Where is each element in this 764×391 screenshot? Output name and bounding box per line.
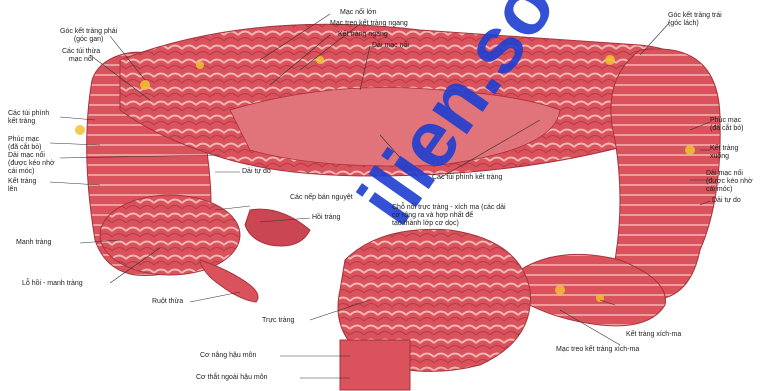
label-mac-noi-lon: Mạc nối lớn [340, 9, 377, 17]
label-goc-ket-trang-phai: Góc kết tràng phải (góc gan) [60, 28, 117, 44]
label-cac-tui-phinh-left: Các túi phình kết tràng [8, 110, 49, 126]
label-dai-tu-do-right: Dải tự do [712, 197, 741, 205]
label-mac-treo-xich-ma: Mạc treo kết tràng xích-ma [556, 346, 639, 354]
label-cho-noi: Chỗ nối trực tràng - xích ma (các dải cơ… [392, 204, 506, 228]
label-ket-trang-len: Kết tràng lên [8, 178, 36, 194]
label-dai-tu-do-left: Dải tự do [242, 168, 271, 176]
label-cac-tui-phinh-center: Các túi phình kết tràng [432, 174, 502, 182]
label-co-that-ngoai-hau-mon: Cơ thắt ngoài hậu môn [196, 374, 268, 382]
label-mac-treo-ket-trang-ngang: Mạc treo kết tràng ngang [330, 20, 408, 28]
label-ket-trang-xich-ma: Kết tràng xích-ma [626, 331, 681, 339]
label-lo-hoi-manh-trang: Lỗ hồi - manh tràng [22, 280, 83, 288]
label-ket-trang-ngang: Kết tràng ngang [338, 31, 388, 39]
label-goc-ket-trang-trai: Góc kết tràng trái (góc lách) [668, 12, 722, 28]
label-dai-mac-noi-right: Dải mạc nối (được kéo nhờ cái móc) [706, 170, 753, 194]
label-ket-trang-xuong: Kết tràng xuống [710, 145, 738, 161]
ileum [245, 209, 310, 246]
label-truc-trang: Trực tràng [262, 317, 294, 325]
label-hoi-trang: Hồi tràng [312, 214, 340, 222]
label-phuc-mac-left: Phúc mạc (đã cắt bỏ) [8, 136, 41, 152]
label-manh-trang: Manh tràng [16, 239, 51, 247]
label-dai-mac-noi: Dải mạc nối [372, 42, 409, 50]
label-phuc-mac-right: Phúc mạc (đã cắt bỏ) [710, 117, 743, 133]
label-cac-nep-ban-nguyet: Các nếp bán nguyệt [290, 194, 353, 202]
appendix [200, 260, 258, 302]
descending-colon [611, 49, 720, 300]
label-cac-tui-thua: Các túi thừa mạc nối [62, 48, 100, 64]
cecum [100, 195, 240, 275]
label-co-nang-hau-mon: Cơ nâng hậu môn [200, 352, 256, 360]
label-dai-mac-noi-left: Dải mạc nối (được kéo nhờ cái móc) [8, 152, 55, 176]
label-ruot-thua: Ruột thừa [152, 298, 183, 306]
anal-canal [340, 340, 410, 390]
